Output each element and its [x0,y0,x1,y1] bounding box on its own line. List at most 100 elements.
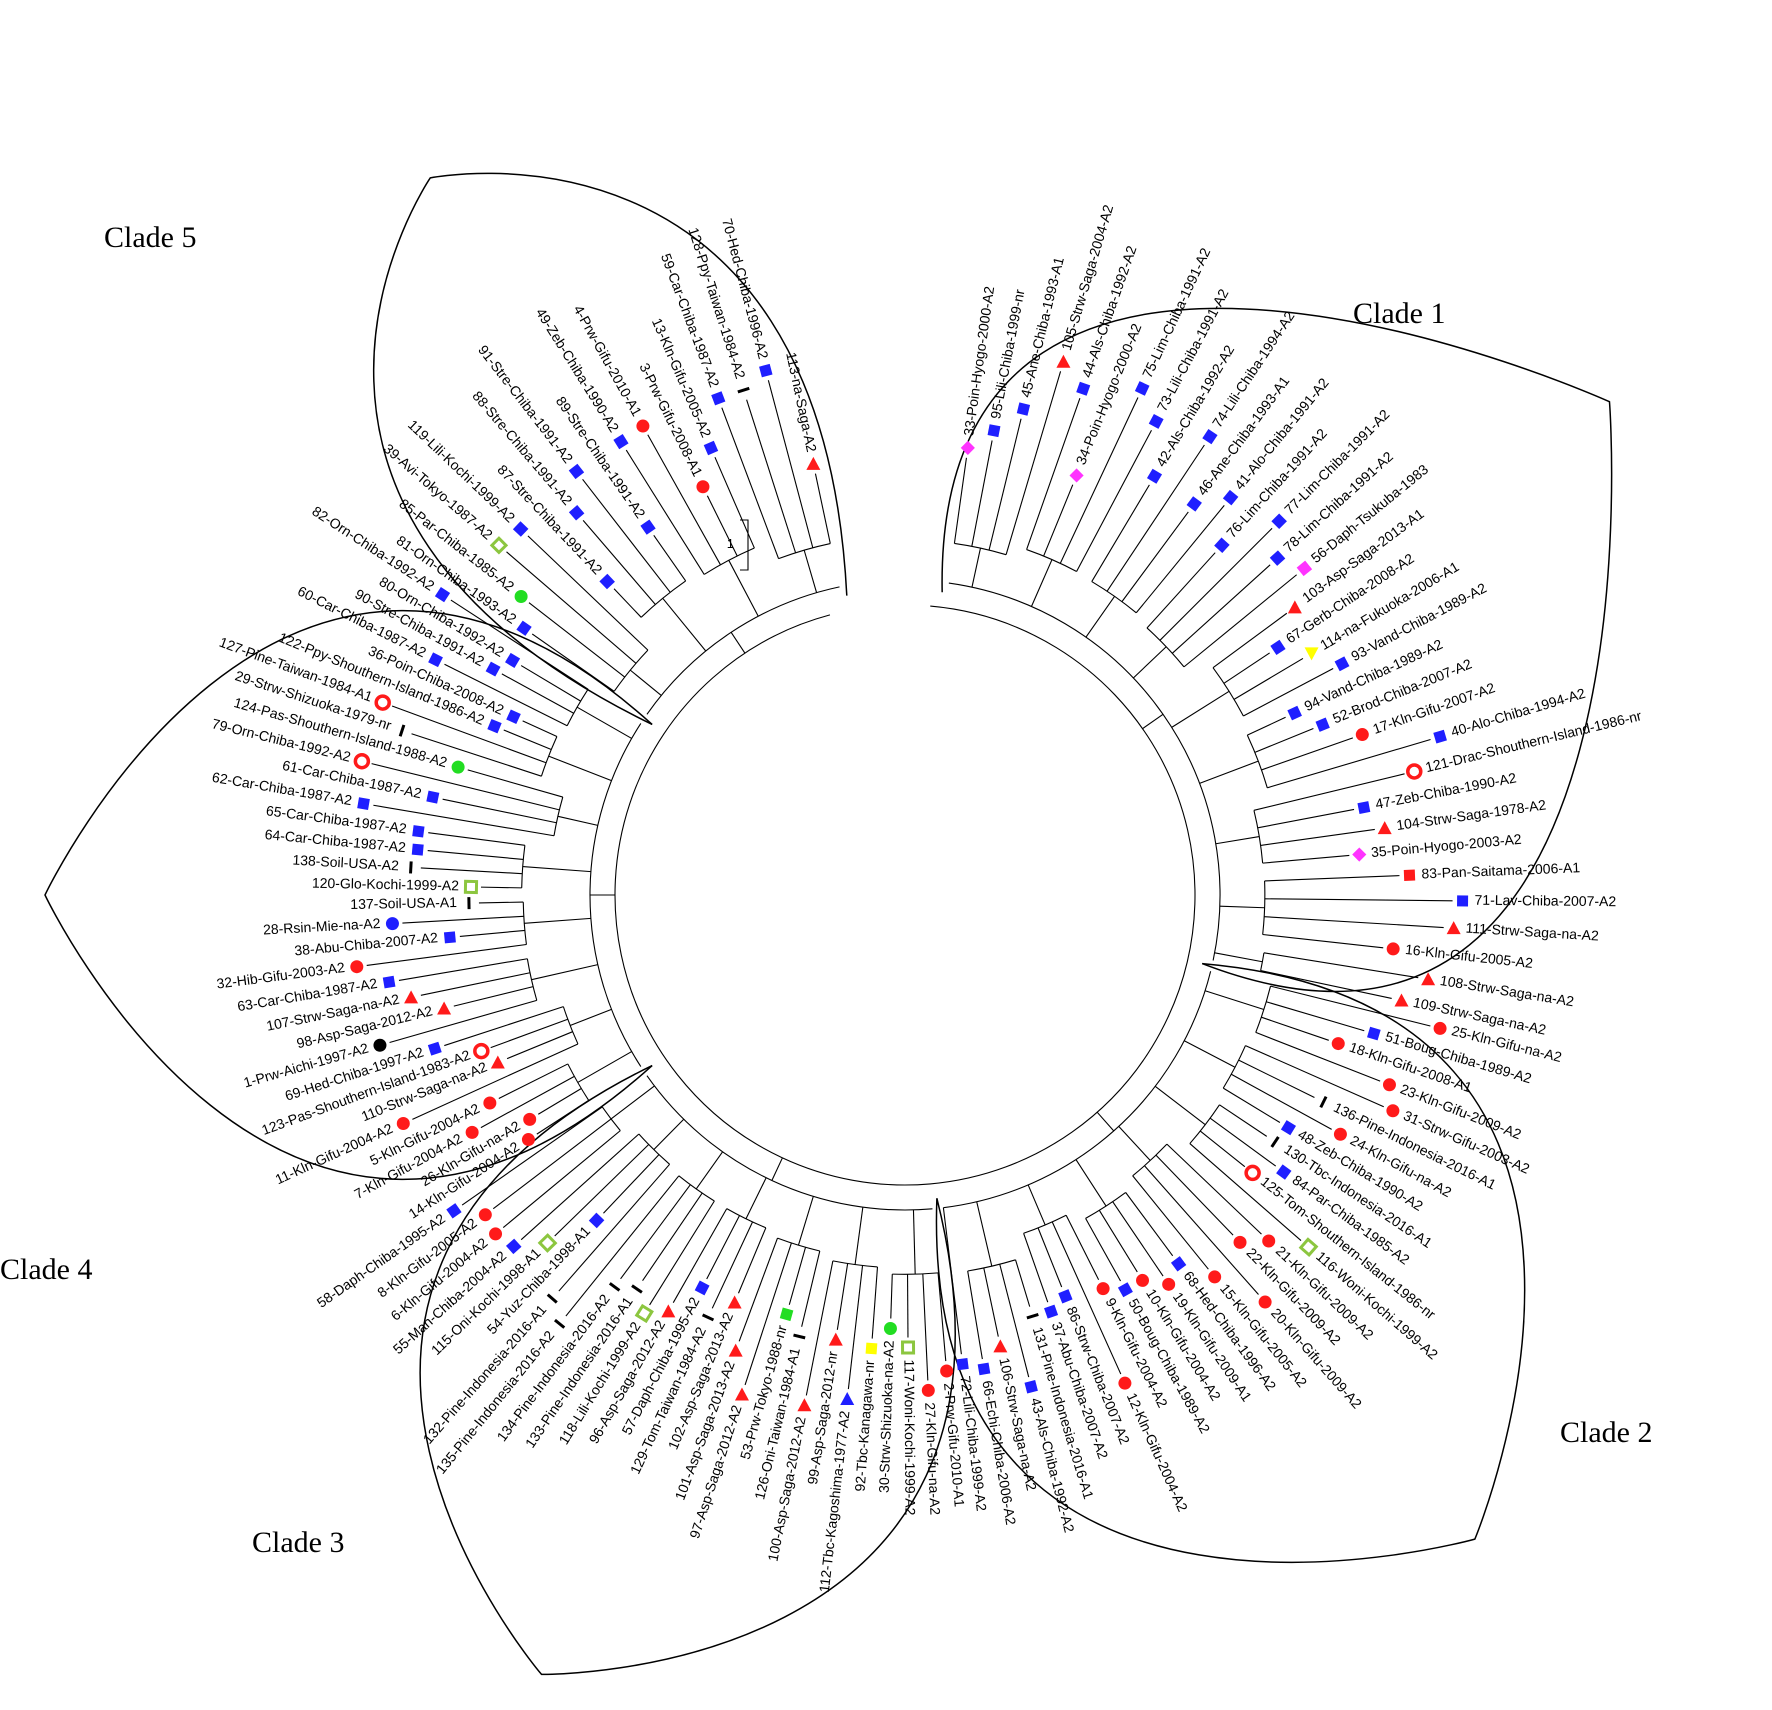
leaf-marker [1276,1164,1292,1180]
leaf-marker [537,1233,558,1253]
leaf-marker [883,1322,897,1336]
leaf-marker [613,434,629,450]
leaf-marker [506,709,521,725]
leaf-marker [1319,1095,1328,1109]
leaf-marker [840,1392,855,1406]
leaf-marker [478,1208,492,1222]
leaf-marker [1333,1127,1347,1141]
leaf-marker [599,573,615,590]
leaf-marker [1355,728,1369,742]
leaf-marker [516,620,532,636]
leaf-label: 113-na-Saga-A2 [783,351,820,454]
leaf-marker [1096,1282,1110,1296]
leaf-marker [640,519,656,535]
leaf-label: 27-Kln-Gifu-na-A2 [922,1402,943,1516]
leaf-marker [523,1112,537,1126]
leaf-marker [411,843,424,856]
leaf-marker [1148,413,1164,429]
leaf-marker [1117,1282,1133,1298]
leaf-markers [350,354,1469,1412]
leaf-marker [1044,1304,1059,1319]
leaf-label: 138-Soil-USA-A2 [292,852,400,874]
leaf-label: 83-Pan-Saitama-2006-A1 [1421,859,1580,881]
leaf-marker [1403,869,1416,881]
leaf-marker [1026,1312,1039,1320]
leaf-marker [512,521,529,537]
leaf-marker [728,1343,743,1357]
leaf-marker [409,861,413,874]
leaf-marker [446,1203,462,1219]
clade-label-3: Clade 3 [252,1526,344,1559]
leaf-marker [1433,1021,1447,1035]
leaf-marker [1352,847,1367,862]
leaf-marker [828,1332,843,1346]
leaf-marker [1394,993,1409,1007]
leaf-marker [1446,921,1461,935]
leaf-marker [396,1116,410,1130]
leaf-marker [1186,496,1202,512]
leaf-marker [696,480,710,494]
leaf-marker [634,1303,654,1324]
leaf-marker [404,990,419,1004]
leaf-marker [1233,1235,1247,1249]
clade-label-1: Clade 1 [1353,297,1445,330]
leaf-marker [546,1293,558,1304]
leaf-marker [921,1383,935,1397]
leaf-marker [489,536,509,555]
leaf-marker [1382,1078,1396,1092]
leaf-marker [443,931,456,944]
clade-label-2: Clade 2 [1560,1416,1652,1449]
scale-bar: 1 [727,519,749,571]
leaf-marker [1457,895,1469,907]
leaf-marker [1056,354,1071,368]
leaf-marker [465,1125,479,1139]
clade-outlines [44,172,1613,1676]
leaf-marker [382,975,396,989]
leaf-marker [428,652,443,668]
leaf-label: 92-Tbc-Kanagawa-nr [852,1359,878,1492]
leaf-marker [568,505,585,521]
leaf-marker [1202,429,1218,445]
scale-bar-label: 1 [727,536,734,551]
leaf-marker [703,440,719,456]
leaf-marker [661,1304,676,1318]
leaf-marker [1377,821,1392,835]
leaf-marker [398,724,406,737]
leaf-marker [1262,1234,1276,1248]
leaf-marker [485,661,501,677]
leaf-marker [993,1339,1008,1353]
leaf-marker [554,1318,566,1329]
leaf-label: 28-Rsin-Mie-na-A2 [263,915,381,938]
leaf-marker [434,587,451,603]
leaf-marker [1270,639,1286,656]
leaf-marker [1170,1256,1187,1272]
leaf-marker [1136,1273,1150,1287]
leaf-marker [505,1238,522,1255]
clade-outline [941,307,1613,993]
leaf-marker [1304,647,1319,661]
leaf-marker [960,440,975,455]
leaf-marker [1271,513,1287,530]
leaf-label: 117-Woni-Kochi-1999-A2 [901,1359,918,1515]
leaf-marker [505,652,521,668]
leaf-marker [588,1212,605,1229]
clade-label-4: Clade 4 [0,1253,92,1286]
root-arc [614,605,1196,1186]
leaf-marker [865,1342,878,1355]
leaf-marker [385,917,399,931]
leaf-marker [483,1096,497,1110]
leaf-marker [711,391,726,406]
leaf-marker [437,1001,452,1015]
leaf-marker [1287,600,1302,614]
leaf-marker [1386,1104,1400,1118]
leaf-label: 121-Drac-Shouthern-Island-1986-nr [1424,707,1644,775]
leaf-label: 30-Strw-Shizuoka-na-A2 [876,1340,897,1493]
leaf-marker [797,1398,812,1412]
leaf-marker [793,1333,806,1340]
leaf-marker [1118,1376,1132,1390]
leaf-marker [1406,763,1423,780]
leaf-marker [1367,1026,1381,1041]
clade-outline [419,1064,956,1676]
clade-outline [44,609,653,1181]
